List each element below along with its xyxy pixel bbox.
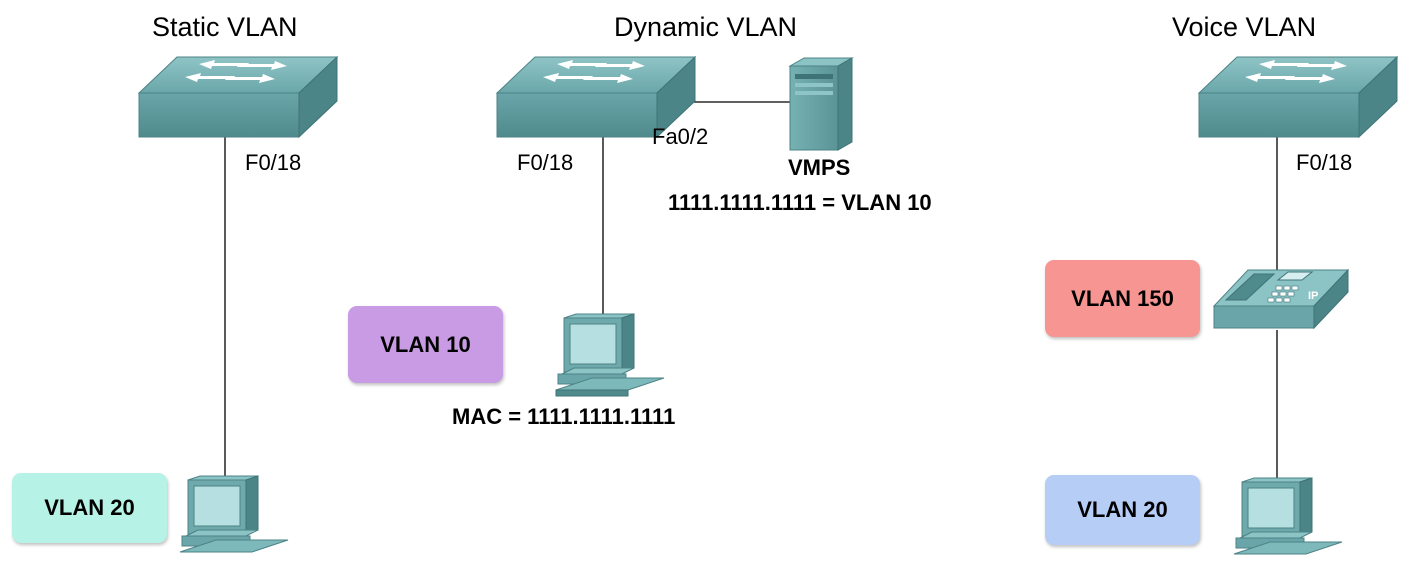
static-port-label: F0/18 <box>245 150 302 175</box>
voice-phone-vlan-badge: VLAN 150 <box>1045 260 1200 337</box>
vmps-port-label: Fa0/2 <box>652 124 709 149</box>
dynamic-vlan-title: Dynamic VLAN <box>614 12 798 42</box>
dynamic-switch-icon <box>495 55 697 139</box>
voice-pc-vlan-badge: VLAN 20 <box>1045 475 1200 545</box>
dynamic-port-label: F0/18 <box>517 150 574 175</box>
ip-phone-label: IP <box>1308 290 1318 302</box>
static-vlan-badge: VLAN 20 <box>12 473 167 543</box>
pc-mac-label: MAC = 1111.1111.1111 <box>452 404 676 429</box>
ip-phone-icon: IP <box>1212 268 1350 330</box>
vmps-server-icon <box>788 57 854 151</box>
voice-vlan-title: Voice VLAN <box>1172 12 1317 42</box>
vmps-mapping: 1111.1111.1111 = VLAN 10 <box>668 190 932 215</box>
dynamic-vlan-badge: VLAN 10 <box>348 306 503 383</box>
voice-switch-icon <box>1197 55 1399 139</box>
voice-pc-icon <box>1233 477 1343 555</box>
static-pc-icon <box>179 475 289 553</box>
static-vlan-title: Static VLAN <box>152 12 298 42</box>
voice-port-label: F0/18 <box>1296 150 1353 175</box>
vmps-label: VMPS <box>788 155 851 180</box>
dynamic-pc-icon <box>555 313 665 397</box>
static-switch-icon <box>137 55 339 139</box>
